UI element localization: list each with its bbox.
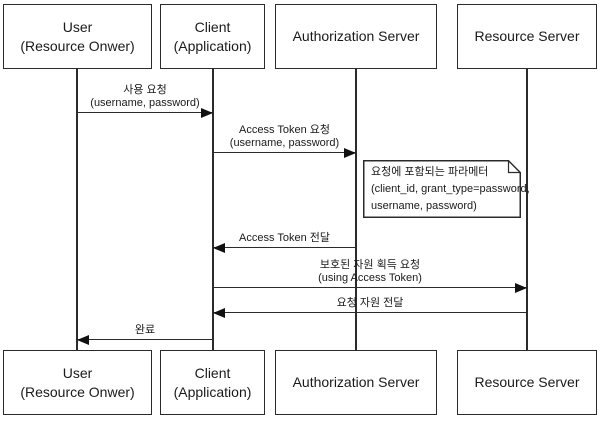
message-label: 보호된 자원 획득 요청 <box>319 259 421 271</box>
actor-name: Client <box>194 18 231 35</box>
note-line: username, password) <box>371 200 477 212</box>
note-line: 요청에 포함되는 파라메터 <box>371 166 489 178</box>
actor-name: Client <box>194 364 231 381</box>
lifeline-user <box>76 69 78 350</box>
message-labels: 완료 <box>77 324 213 337</box>
message-label: 완료 <box>134 324 156 336</box>
message-label: 요청 자원 전달 <box>336 297 404 309</box>
note-corner-fold-icon <box>507 160 521 174</box>
message-protected-resource-request: 보호된 자원 획득 요청 (using Access Token) <box>213 259 527 293</box>
note-text: 요청에 포함되는 파라메터 (client_id, grant_type=pas… <box>371 164 530 215</box>
arrowhead-left-icon <box>77 335 89 345</box>
actor-subtitle: (Resource Onwer) <box>20 383 135 400</box>
message-labels: 보호된 자원 획득 요청 (using Access Token) <box>213 259 527 285</box>
message-access-token-delivery: Access Token 전달 <box>213 232 356 253</box>
message-sublabel: (username, password) <box>90 97 200 109</box>
actor-subtitle: (Application) <box>173 37 252 54</box>
lifeline-authorization-server <box>355 69 357 350</box>
message-labels: Access Token 요청 (username, password) <box>213 124 356 150</box>
message-labels: 사용 요청 (username, password) <box>77 84 213 110</box>
actor-resource-server-top: Resource Server <box>457 4 597 69</box>
actor-name: Authorization Server <box>292 374 420 390</box>
actor-client-top: Client (Application) <box>160 4 265 69</box>
message-requested-resource-delivery: 요청 자원 전달 <box>213 297 527 318</box>
actor-user-top: User (Resource Onwer) <box>3 4 152 69</box>
actor-subtitle: (Application) <box>173 383 252 400</box>
actor-authorization-server-top: Authorization Server <box>275 4 437 69</box>
arrowhead-left-icon <box>213 243 225 253</box>
message-labels: Access Token 전달 <box>213 232 356 245</box>
actor-subtitle: (Resource Onwer) <box>20 37 135 54</box>
note-shape <box>363 160 521 218</box>
actor-user-bottom: User (Resource Onwer) <box>3 350 152 415</box>
message-label: Access Token 전달 <box>239 232 330 244</box>
lifeline-client <box>212 69 214 350</box>
arrowhead-right-icon <box>515 283 527 293</box>
message-label: Access Token 요청 <box>239 124 330 136</box>
note-request-parameters: 요청에 포함되는 파라메터 (client_id, grant_type=pas… <box>363 160 530 218</box>
message-sublabel: (using Access Token) <box>318 272 422 284</box>
message-labels: 요청 자원 전달 <box>213 297 527 310</box>
actor-name: Authorization Server <box>292 28 420 44</box>
actor-name: User <box>62 18 93 35</box>
actor-name: Resource Server <box>474 374 580 390</box>
message-access-token-request: Access Token 요청 (username, password) <box>213 124 356 158</box>
message-label: 사용 요청 <box>123 84 167 96</box>
message-use-request: 사용 요청 (username, password) <box>77 84 213 118</box>
actor-name: User <box>62 364 93 381</box>
arrowhead-left-icon <box>213 308 225 318</box>
message-sublabel: (username, password) <box>229 137 340 149</box>
lifeline-resource-server <box>526 69 528 350</box>
actor-name: Resource Server <box>474 28 580 44</box>
actor-client-bottom: Client (Application) <box>160 350 265 415</box>
note-line: (client_id, grant_type=password, <box>371 183 530 195</box>
actor-resource-server-bottom: Resource Server <box>457 350 597 415</box>
arrowhead-right-icon <box>344 148 356 158</box>
actor-authorization-server-bottom: Authorization Server <box>275 350 437 415</box>
message-complete: 완료 <box>77 324 213 345</box>
arrowhead-right-icon <box>201 108 213 118</box>
